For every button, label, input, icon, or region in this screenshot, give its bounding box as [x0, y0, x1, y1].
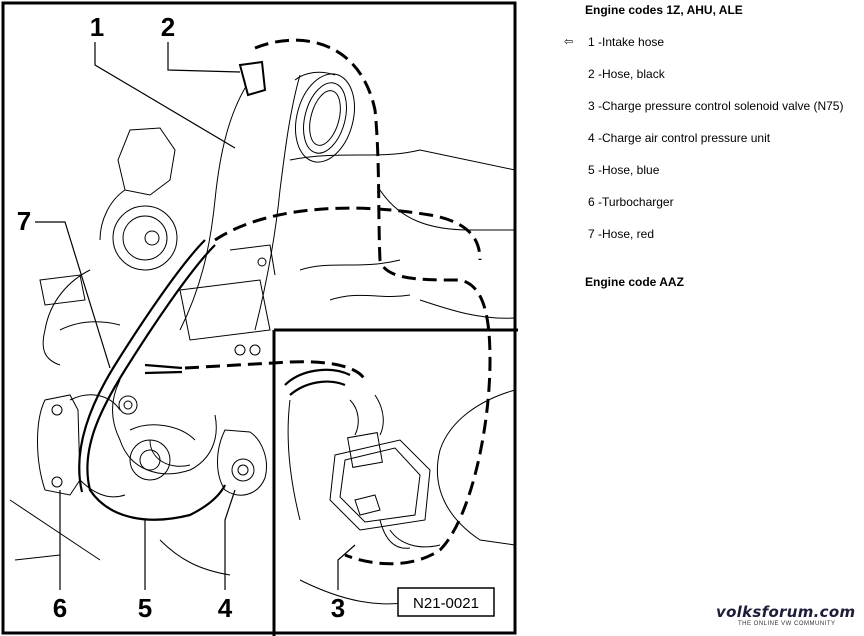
callout-numbers: 1 2 7 3 6 5 4 — [17, 12, 345, 623]
leader-lines — [35, 42, 356, 590]
legend-panel: Engine codes 1Z, AHU, ALE ⇦ 1 -Intake ho… — [520, 0, 864, 600]
legend-heading-engine-code-aaz: Engine code AAZ — [585, 275, 684, 289]
technical-drawing: 1 2 7 3 6 5 4 N21-0021 — [1, 1, 518, 636]
callout-3: 3 — [331, 593, 345, 623]
legend-item-6: 6 -Turbocharger — [588, 195, 674, 209]
legend-item-4: 4 -Charge air control pressure unit — [588, 131, 771, 145]
solid-hoses — [78, 239, 351, 521]
watermark-main: volksforum.com — [716, 603, 856, 621]
callout-4: 4 — [218, 593, 233, 623]
callout-2: 2 — [161, 12, 175, 42]
hollow-left-arrow-icon: ⇦ — [564, 36, 574, 48]
hose-black-end — [238, 60, 267, 97]
legend-item-3: 3 -Charge pressure control solenoid valv… — [588, 99, 844, 113]
reference-code-box — [397, 587, 495, 617]
watermark-logo: volksforum.com THE ONLINE VW COMMUNITY — [716, 603, 862, 633]
reference-code: N21-0021 — [413, 595, 479, 612]
legend-item-7: 7 -Hose, red — [588, 227, 655, 241]
engine-outline — [9, 71, 516, 605]
legend-item-2: 2 -Hose, black — [588, 67, 665, 81]
callout-6: 6 — [53, 593, 67, 623]
legend-item-5: 5 -Hose, blue — [588, 163, 660, 177]
legend-item-1: 1 -Intake hose — [588, 35, 665, 49]
callout-7: 7 — [17, 206, 31, 236]
dashed-hoses — [184, 38, 492, 566]
callout-1: 1 — [90, 12, 104, 42]
drawing-frame — [1, 1, 517, 635]
watermark-sub: THE ONLINE VW COMMUNITY — [738, 621, 836, 627]
legend-heading-engine-codes: Engine codes 1Z, AHU, ALE — [585, 3, 743, 17]
callout-5: 5 — [138, 593, 152, 623]
